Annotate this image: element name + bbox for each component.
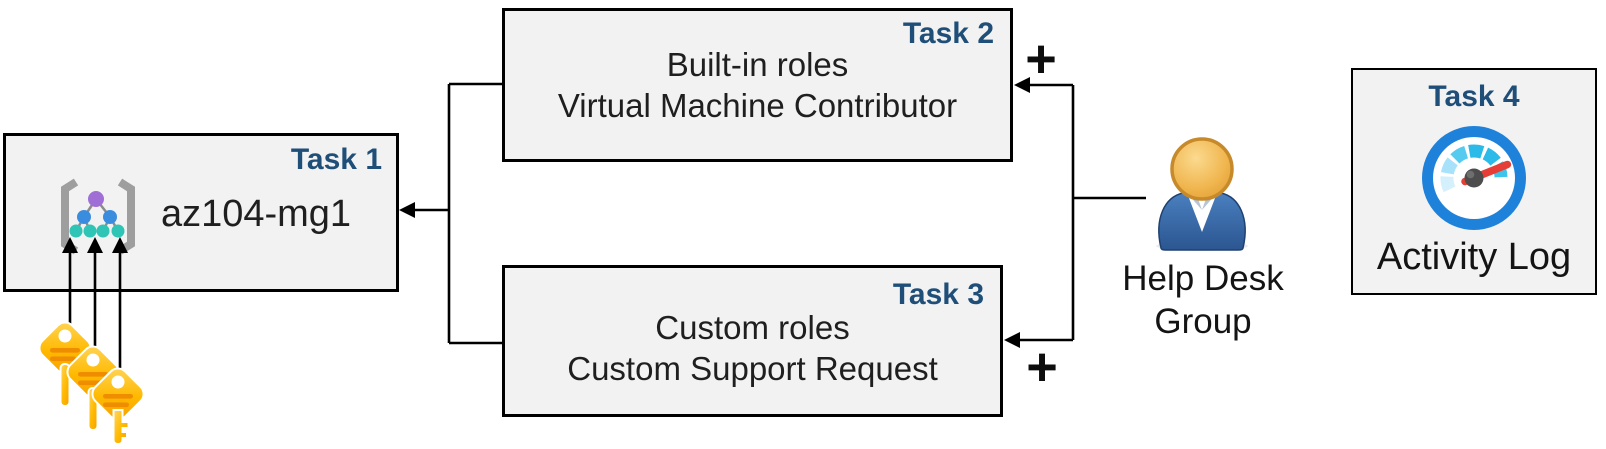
task3-box: Task 3 Custom roles Custom Support Reque… xyxy=(502,265,1003,417)
task2-line2: Virtual Machine Contributor xyxy=(557,87,958,124)
management-group-icon xyxy=(61,178,135,255)
task2-badge: Task 2 xyxy=(902,17,994,50)
task3-line2: Custom Support Request xyxy=(567,350,938,387)
plus-top: + xyxy=(1025,29,1057,89)
help-desk-group-line1: Help Desk xyxy=(1122,259,1284,298)
access-keys-icon xyxy=(34,318,149,445)
help-desk-user-icon xyxy=(1156,137,1248,251)
activity-log-gauge-icon xyxy=(1422,126,1526,230)
task3-line1: Custom roles xyxy=(655,309,850,346)
task1-title: az104-mg1 xyxy=(160,193,352,235)
task4-box: Task 4 Activity Log xyxy=(1351,68,1597,295)
plus-bottom: + xyxy=(1026,337,1058,397)
task1-box: Task 1 az104-mg1 xyxy=(3,133,399,292)
task2-box: Task 2 Built-in roles Virtual Machine Co… xyxy=(502,8,1013,162)
task1-badge: Task 1 xyxy=(290,143,382,176)
task3-badge: Task 3 xyxy=(892,278,984,311)
task4-badge: Task 4 xyxy=(1428,80,1520,113)
task2-line1: Built-in roles xyxy=(666,46,849,83)
task4-caption: Activity Log xyxy=(1376,236,1572,278)
help-desk-group-label: Help Desk Group xyxy=(1078,257,1328,343)
help-desk-group-line2: Group xyxy=(1154,302,1252,341)
